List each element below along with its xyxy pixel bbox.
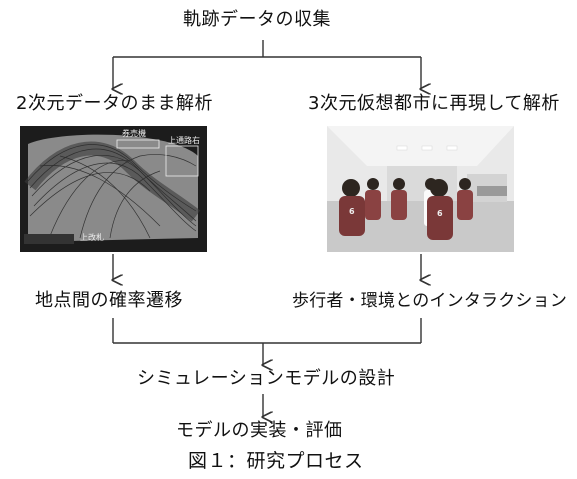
trajectory-2d-graphic: [20, 126, 207, 252]
virtual-city-3d-image: 6 6: [327, 126, 514, 252]
image-label-ticket-machine: 券売機: [122, 129, 146, 138]
right-result-label: 歩行者・環境とのインタラクション: [292, 291, 568, 311]
virtual-city-3d-graphic: 6 6: [327, 126, 514, 252]
image-label-upper-gate: 上改札: [80, 233, 104, 242]
image-label-upper-passage: 上通路右: [168, 136, 200, 145]
svg-text:6: 6: [349, 207, 355, 216]
merge-node-label: シミュレーションモデルの設計: [137, 368, 396, 389]
svg-text:6: 6: [437, 209, 443, 218]
figure-caption: 図１：研究プロセス: [188, 450, 364, 472]
top-node-label: 軌跡データの収集: [183, 9, 331, 30]
left-result-label: 地点間の確率遷移: [35, 290, 183, 311]
right-branch-title: 3次元仮想都市に再現して解析: [308, 93, 560, 114]
trajectory-2d-image: 券売機 上通路右 上改札: [20, 126, 207, 252]
left-branch-title: 2次元データのまま解析: [16, 93, 213, 114]
final-node-label: モデルの実装・評価: [176, 420, 343, 441]
